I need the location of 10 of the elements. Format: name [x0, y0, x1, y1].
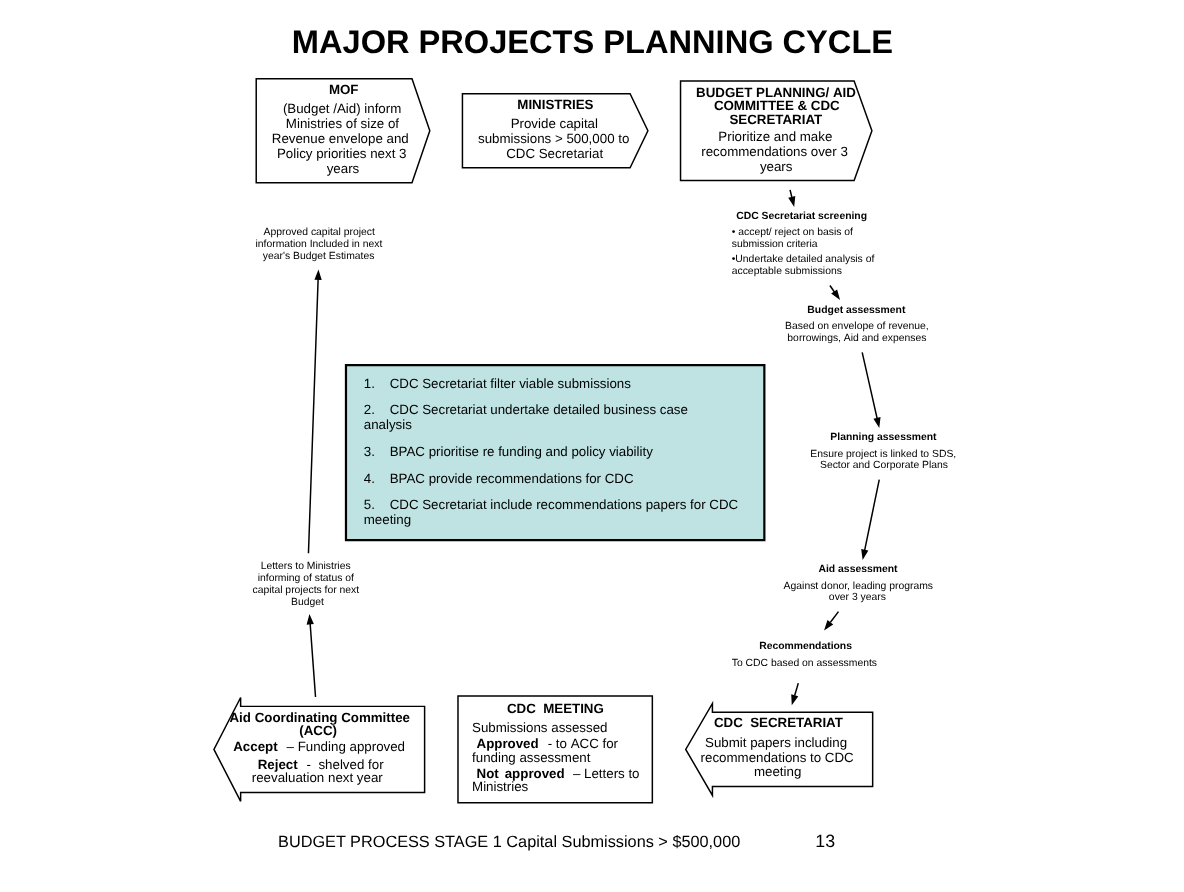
- arrow: [305, 614, 316, 698]
- arrow: [790, 682, 799, 706]
- arrow: [860, 351, 880, 428]
- arrow: [823, 610, 839, 631]
- label: 13: [814, 831, 835, 852]
- arrow: [828, 284, 840, 301]
- diagram-title: MAJOR PROJECTS PLANNING CYCLE: [290, 24, 893, 61]
- caption: BUDGET PROCESS STAGE 1 Capital Submissions > $500,000: [277, 833, 740, 852]
- arrow: [306, 269, 321, 555]
- arrow: [860, 478, 879, 560]
